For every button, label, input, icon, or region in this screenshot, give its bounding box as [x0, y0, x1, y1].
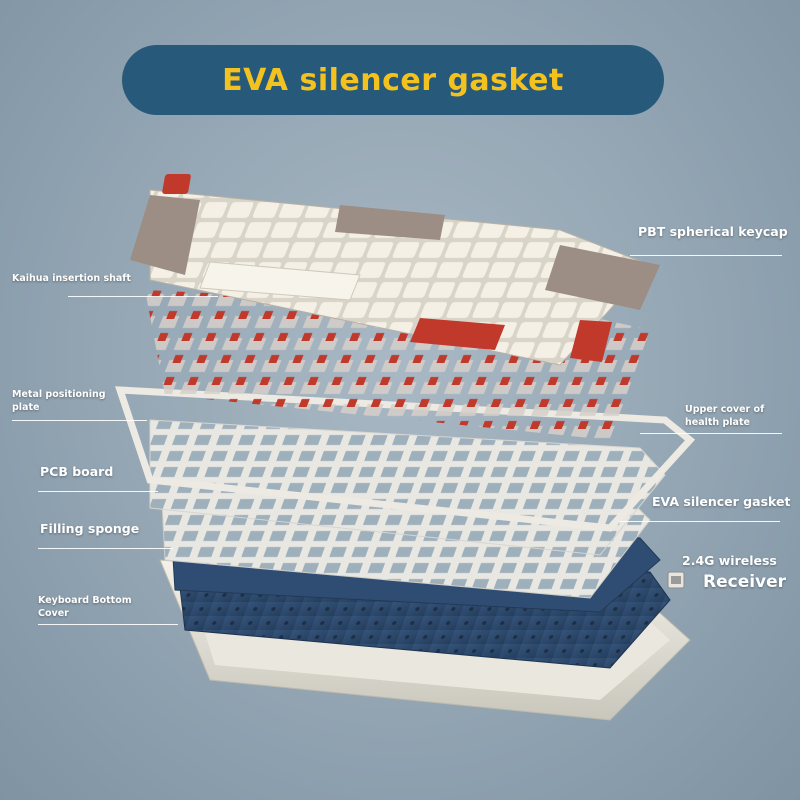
leader-kaihua-shaft	[68, 296, 218, 297]
label-wireless-line1: 2.4G wireless	[682, 553, 777, 568]
pbt-keycaps	[130, 174, 660, 366]
leader-eva-gasket	[620, 521, 780, 522]
leader-filling-sponge	[38, 548, 173, 549]
label-upper-cover: Upper cover of health plate	[685, 404, 765, 428]
label-metal-plate: Metal positioning plate	[12, 389, 106, 413]
wireless-receiver	[667, 571, 685, 589]
leader-bottom-cover	[38, 624, 178, 625]
leader-pbt-keycap	[630, 255, 782, 256]
leader-upper-cover	[640, 433, 782, 434]
label-wireless-line2: Receiver	[703, 572, 787, 592]
label-kaihua-shaft: Kaihua insertion shaft	[12, 273, 131, 284]
label-eva-gasket: EVA silencer gasket	[652, 494, 791, 509]
label-pbt-keycap: PBT spherical keycap	[638, 224, 788, 239]
title-banner: EVA silencer gasket	[122, 45, 664, 115]
leader-metal-plate	[12, 420, 147, 421]
label-pcb-board: PCB board	[40, 464, 114, 479]
leader-pcb-board	[38, 491, 158, 492]
label-filling-sponge: Filling sponge	[40, 521, 140, 536]
page-title: EVA silencer gasket	[222, 62, 564, 98]
label-bottom-cover: Keyboard Bottom Cover	[38, 595, 132, 619]
